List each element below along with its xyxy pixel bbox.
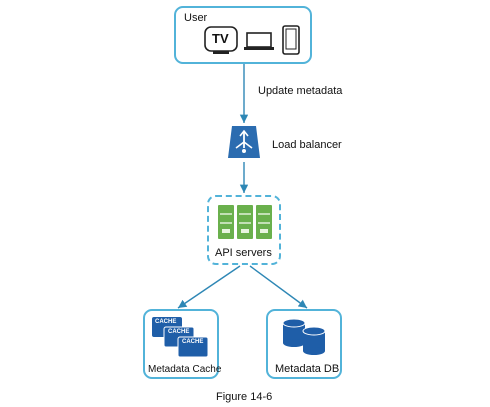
cache-tag-3: CACHE: [182, 339, 204, 345]
load-balancer-icon: [226, 124, 262, 160]
arrow-api-to-db: [249, 265, 308, 309]
tv-text: TV: [212, 31, 229, 46]
phone-icon: [282, 25, 300, 55]
cache-tag-1: CACHE: [155, 319, 177, 325]
metadata-cache-label: Metadata Cache: [148, 364, 222, 375]
api-servers-box: API servers: [207, 195, 281, 265]
api-servers-label: API servers: [215, 247, 272, 259]
database-icon: [280, 317, 332, 357]
update-metadata-label: Update metadata: [258, 85, 343, 97]
laptop-icon: [244, 32, 274, 52]
cache-tag-2: CACHE: [168, 329, 190, 335]
metadata-db-label: Metadata DB: [275, 363, 340, 375]
load-balancer-label: Load balancer: [272, 139, 342, 151]
server-rack-icon: [218, 205, 272, 239]
user-label: User: [184, 12, 208, 24]
metadata-db-box: Metadata DB: [266, 309, 342, 379]
tv-icon: TV: [204, 26, 238, 56]
cache-icon: CACHE CACHE CACHE: [150, 315, 216, 361]
arrow-api-to-cache: [177, 265, 241, 309]
metadata-cache-box: CACHE CACHE CACHE Metadata Cache: [143, 309, 222, 379]
figure-caption: Figure 14-6: [216, 391, 273, 403]
user-box: User TV: [174, 6, 312, 64]
